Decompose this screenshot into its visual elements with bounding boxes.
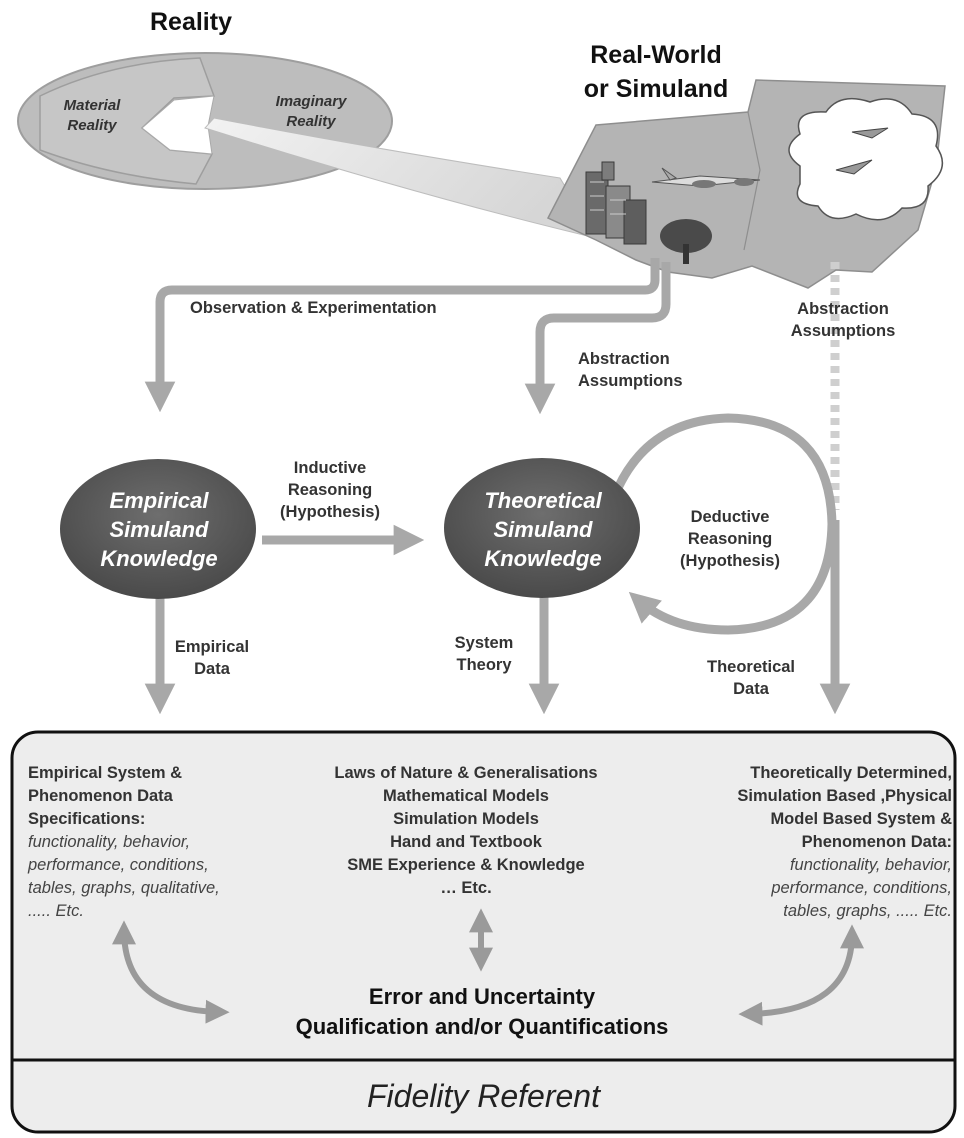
empirical-knowledge-node: [60, 459, 256, 599]
reality-title: Reality: [150, 8, 232, 36]
cloud-icon: [788, 97, 944, 221]
left-error-arrow: [112, 920, 230, 1024]
simuland-title: Real-World or Simuland: [556, 38, 756, 106]
error-line-1: Error and Uncertainty: [368, 984, 596, 1009]
simuland-title-line-1: Real-World: [590, 41, 722, 69]
material-reality-line-2: Reality: [67, 117, 117, 134]
inductive-line-1: Inductive: [293, 459, 367, 477]
theoretical-spec-bold-4: Phenomenon Data:: [801, 833, 952, 851]
deductive-line-1: Deductive: [690, 508, 770, 526]
system-theory-line-1: System: [454, 634, 514, 652]
theoretical-spec-italic-2: performance, conditions,: [771, 879, 952, 897]
material-reality-line-1: Material: [63, 97, 121, 114]
empirical-data-line-1: Empirical: [174, 638, 250, 656]
reality-white-gap: [141, 95, 215, 155]
empirical-knowledge-line-3: Knowledge: [100, 546, 218, 571]
empirical-spec-italic-3: tables, graphs, qualitative,: [28, 879, 220, 897]
fidelity-referent-label: Fidelity Referent: [367, 1078, 600, 1114]
abstraction-middle-line-1: Abstraction: [578, 350, 670, 368]
theoretical-knowledge-node: [444, 458, 640, 598]
theoretical-knowledge-line-2: Simuland: [493, 517, 593, 542]
theory-source-2: Mathematical Models: [383, 787, 549, 805]
imaginary-reality-line-2: Reality: [286, 113, 336, 130]
observation-arrow: [144, 258, 660, 413]
inductive-line-3: (Hypothesis): [280, 503, 380, 521]
tree-icon: [660, 219, 712, 264]
theory-source-3: Simulation Models: [393, 810, 539, 828]
theory-source-1: Laws of Nature & Generalisations: [334, 764, 598, 782]
aircraft-icon: [651, 167, 761, 188]
theoretical-knowledge-line-3: Knowledge: [484, 546, 602, 571]
theoretical-spec-italic-3: tables, graphs, ..... Etc.: [783, 902, 952, 920]
theoretical-data-line-1: Theoretical: [706, 658, 796, 676]
theory-sources-list: Laws of Nature & Generalisations Mathema…: [284, 762, 648, 900]
empirical-spec-italic-1: functionality, behavior,: [28, 833, 191, 851]
theory-source-4: Hand and Textbook: [390, 833, 542, 851]
empirical-data-label: Empirical Data: [172, 636, 252, 680]
simuland-title-line-2: or Simuland: [583, 75, 729, 103]
buildings-icon: [585, 161, 647, 245]
system-theory-label: System Theory: [444, 632, 524, 676]
empirical-spec-italic-2: performance, conditions,: [28, 856, 209, 874]
theoretical-spec-italic-1: functionality, behavior,: [789, 856, 952, 874]
empirical-spec-bold-3: Specifications:: [28, 810, 146, 828]
system-theory-line-2: Theory: [456, 656, 512, 674]
empirical-knowledge-line-1: Empirical: [109, 488, 209, 513]
empirical-spec-bold-2: Phenomenon Data: [28, 787, 173, 805]
imaginary-reality-line-1: Imaginary: [275, 93, 347, 110]
right-error-arrow: [738, 924, 864, 1026]
theoretical-data-line-2: Data: [733, 680, 769, 698]
abstraction-middle-line-2: Assumptions: [578, 372, 683, 390]
imaginary-reality-label: Imaginary Reality: [256, 92, 366, 132]
empirical-spec-bold-1: Empirical System &: [28, 764, 183, 782]
deductive-line-2: Reasoning: [687, 530, 773, 548]
abstraction-right-label: Abstraction Assumptions: [768, 298, 918, 342]
theory-source-6: … Etc.: [440, 879, 492, 897]
empirical-knowledge-line-2: Simuland: [109, 517, 209, 542]
deductive-label: Deductive Reasoning (Hypothesis): [660, 506, 800, 572]
abstraction-right-line-1: Abstraction: [797, 300, 889, 318]
theoretical-spec-bold-2: Simulation Based ,Physical: [737, 787, 952, 805]
theory-source-5: SME Experience & Knowledge: [347, 856, 585, 874]
error-uncertainty-label: Error and Uncertainty Qualification and/…: [220, 982, 744, 1042]
abstraction-middle-label: Abstraction Assumptions: [578, 348, 683, 392]
theoretical-knowledge-label: Theoretical Simuland Knowledge: [450, 486, 636, 573]
simuland-fold: [743, 111, 761, 251]
empirical-data-spec: Empirical System & Phenomenon Data Speci…: [28, 762, 293, 923]
theoretical-data-spec: Theoretically Determined, Simulation Bas…: [664, 762, 952, 923]
observation-label: Observation & Experimentation: [190, 299, 437, 317]
theoretical-data-label: Theoretical Data: [696, 656, 806, 700]
theoretical-knowledge-line-1: Theoretical: [484, 488, 602, 513]
empirical-data-line-2: Data: [194, 660, 230, 678]
empirical-spec-italic-4: ..... Etc.: [28, 902, 84, 920]
inductive-line-2: Reasoning: [287, 481, 373, 499]
error-line-2: Qualification and/or Quantifications: [295, 1014, 669, 1039]
deductive-loop-arrow: [613, 413, 837, 635]
abstraction-right-line-2: Assumptions: [790, 322, 896, 340]
empirical-knowledge-label: Empirical Simuland Knowledge: [66, 486, 252, 573]
abstraction-middle-arrow: [524, 262, 671, 415]
inductive-label: Inductive Reasoning (Hypothesis): [262, 457, 398, 523]
theoretical-spec-bold-1: Theoretically Determined,: [750, 764, 952, 782]
theoretical-spec-bold-3: Model Based System &: [770, 810, 952, 828]
deductive-line-3: (Hypothesis): [680, 552, 780, 570]
material-reality-label: Material Reality: [50, 96, 134, 136]
